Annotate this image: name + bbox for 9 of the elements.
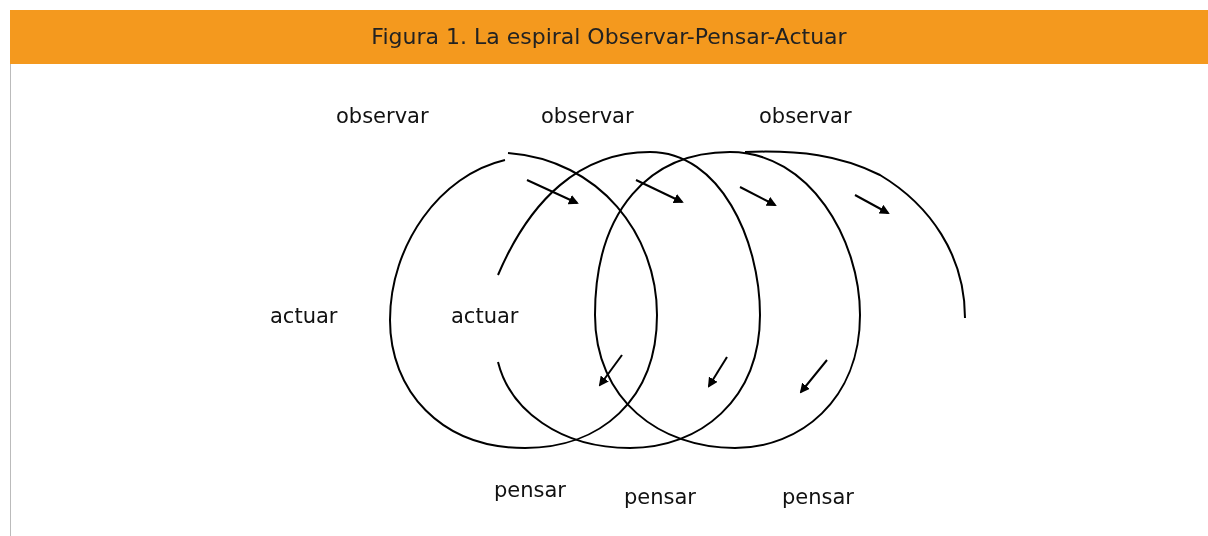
stage-label: observar [541,104,634,128]
stage-label: pensar [624,485,696,509]
stage-label: pensar [494,478,566,502]
stage-label: actuar [270,304,338,328]
stage-label: observar [336,104,429,128]
stage-label: pensar [782,485,854,509]
stage-label: actuar [451,304,519,328]
figure-title: Figura 1. La espiral Observar-Pensar-Actuar [10,10,1208,64]
stage-label: observar [759,104,852,128]
